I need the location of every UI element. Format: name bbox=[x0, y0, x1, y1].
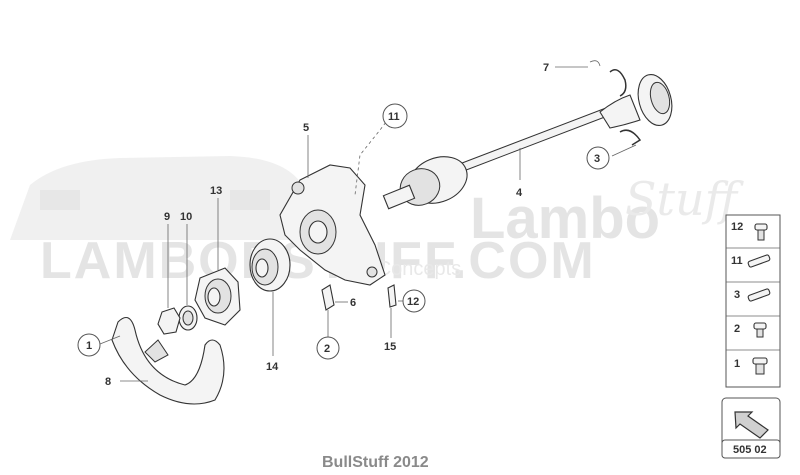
arrow-icon bbox=[734, 411, 769, 439]
callouts: 7 3 4 5 11 13 9 10 14 1 8 2 6 12 15 bbox=[77, 62, 610, 388]
callout-9: 9 bbox=[164, 211, 170, 223]
legend-item-12: 12 bbox=[731, 221, 743, 233]
callout-8: 8 bbox=[105, 376, 111, 388]
circlip bbox=[589, 60, 601, 67]
callout-7: 7 bbox=[543, 62, 549, 74]
wheel-carrier bbox=[279, 164, 386, 286]
callout-5: 5 bbox=[303, 122, 309, 134]
callout-11: 11 bbox=[388, 111, 400, 123]
callout-14: 14 bbox=[266, 361, 279, 373]
page-reference-number: 505 02 bbox=[733, 444, 767, 456]
drive-shaft bbox=[382, 73, 673, 210]
callout-4: 4 bbox=[516, 187, 523, 199]
hub-nut bbox=[157, 307, 181, 335]
callout-3: 3 bbox=[594, 153, 600, 165]
leader-lines bbox=[99, 66, 637, 382]
hose-clamp bbox=[619, 129, 642, 146]
wheel-hub bbox=[194, 267, 241, 326]
callout-10: 10 bbox=[180, 211, 192, 223]
page-reference[interactable]: 505 02 bbox=[721, 397, 781, 459]
legend-item-1: 1 bbox=[734, 358, 740, 370]
legend-item-11: 11 bbox=[731, 255, 743, 267]
callout-1: 1 bbox=[86, 340, 92, 352]
watermark-script-text: Stuff bbox=[625, 172, 745, 226]
callout-15: 15 bbox=[384, 341, 396, 353]
bolt bbox=[387, 284, 397, 308]
footer-credit: BullStuff 2012 bbox=[322, 454, 429, 471]
circlip-ring bbox=[609, 69, 627, 97]
watermark-logo-text: Lambo bbox=[470, 186, 660, 251]
callout-2: 2 bbox=[324, 343, 330, 355]
watermark-car-silhouette bbox=[10, 156, 310, 240]
callout-12: 12 bbox=[407, 296, 419, 308]
wheel-bearing bbox=[249, 238, 291, 292]
fastener-legend: 12 11 3 2 1 bbox=[725, 214, 781, 388]
heat-shield bbox=[111, 316, 225, 405]
legend-item-2: 2 bbox=[734, 323, 740, 335]
bracket bbox=[321, 284, 335, 311]
callout-13: 13 bbox=[210, 185, 222, 197]
legend-item-3: 3 bbox=[734, 289, 740, 301]
callout-6: 6 bbox=[350, 297, 356, 309]
